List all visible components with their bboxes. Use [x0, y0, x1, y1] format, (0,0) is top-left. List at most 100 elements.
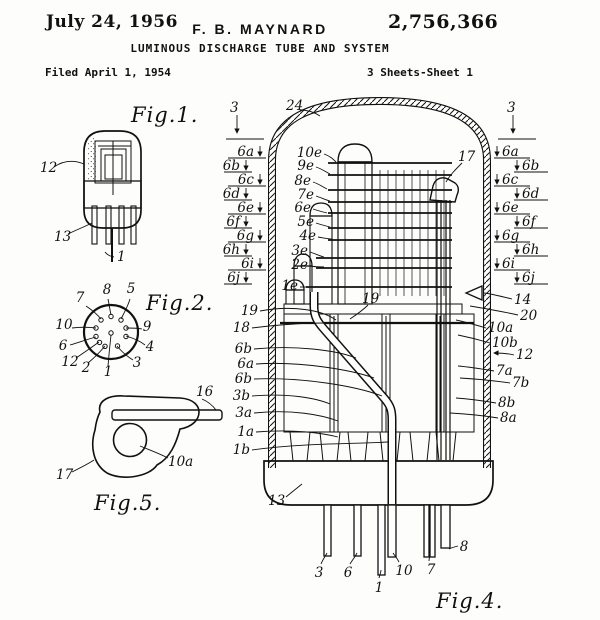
fig1-pins: [91, 205, 137, 262]
fig4-label-clamp: 17: [458, 149, 476, 165]
wall-flag: [464, 285, 483, 301]
fig2-pin-label: 8: [103, 282, 112, 298]
ref-label: 3a: [235, 405, 252, 421]
ref-label: 3b: [233, 388, 250, 404]
ref-label: 7b: [512, 375, 529, 391]
electrode-label: 9e: [297, 158, 314, 174]
fig1-caption: Fig.1.: [130, 103, 198, 127]
fig2-pin-label: 3: [133, 355, 142, 371]
ref-label: 10a: [488, 320, 513, 336]
base-pins: [323, 504, 451, 576]
fig2-caption: Fig.2.: [145, 291, 213, 315]
ref-label: 8b: [498, 395, 515, 411]
electrode-label: 10e: [297, 145, 322, 161]
fig2-drawing: 7 8 5 10 9 6 4 12 2 1 3 Fig.2.: [55, 281, 213, 380]
ref-label: 8a: [500, 410, 517, 426]
ref-label: 10b: [492, 335, 518, 351]
ref-label: 19: [241, 303, 259, 319]
ref-label: 14: [514, 292, 531, 308]
ladder-top-label: 3: [507, 100, 516, 116]
fig2-pin-label: 5: [127, 281, 136, 297]
patent-number: 2,756,366: [388, 11, 499, 33]
ladder-top-label: 3: [230, 100, 239, 116]
fig4-drawing: 24 17 19 10e 9e 8e 7e 6e 5e 4e 3e 2e 1e: [223, 96, 548, 613]
fig5-caption: Fig.5.: [93, 491, 161, 515]
pin-label: 6: [344, 565, 353, 581]
electrode-label: 6e: [294, 200, 311, 216]
ref-label: 6a: [237, 356, 254, 372]
fig2-pin-label: 1: [104, 364, 113, 380]
pin-label: 8: [460, 539, 469, 555]
ref-label: 1a: [237, 424, 254, 440]
ladder-label: 6c: [502, 172, 519, 188]
fig2-pin-leaders: [69, 298, 146, 367]
side-rod-assembly: [429, 177, 460, 460]
ladder-label: 6b: [223, 158, 240, 174]
tube-envelope: [268, 96, 491, 468]
ladder-label: 6e: [237, 200, 254, 216]
fig2-pin-label: 6: [59, 338, 68, 354]
fig4-caption: Fig.4.: [435, 589, 503, 613]
electrode-label: 7e: [297, 187, 314, 203]
electrode-rods: [306, 162, 452, 288]
ladder-left: 3 6a 6b 6c 6d 6e 6f 6g 6h 6i 6j: [223, 100, 266, 286]
pin-label: 1: [375, 580, 384, 596]
fig5-rod: [111, 409, 223, 421]
electrode-label: 4e: [298, 228, 316, 244]
ladder-label: 6g: [237, 228, 255, 244]
electrode-label: 3e: [291, 243, 308, 259]
fig4-label-envelope: 24: [285, 98, 303, 114]
pin-labels: 3 6 1 10 7 8: [315, 539, 469, 596]
fig2-pin-label: 12: [61, 354, 78, 370]
ladder-label: 6d: [223, 186, 241, 202]
fig4-label-base: 13: [268, 493, 285, 509]
fig2-pin-label: 10: [55, 317, 73, 333]
ladder-label: 6e: [502, 200, 519, 216]
electrode-label: 1e: [281, 278, 298, 294]
ladder-label: 6f: [522, 214, 538, 230]
ladder-label: 6i: [241, 256, 254, 272]
ladder-label: 6i: [502, 256, 515, 272]
filed-date: Filed April 1, 1954: [45, 66, 171, 79]
electrode-label: 8e: [294, 173, 311, 189]
ladder-label: 6c: [238, 172, 255, 188]
fig5-label-aperture: 10a: [168, 454, 193, 470]
fig5-label-cathode: 17: [56, 467, 74, 483]
fig1-label-envelope: 12: [40, 160, 57, 176]
ladder-label: 6j: [522, 270, 535, 286]
support-columns: [285, 143, 373, 305]
fig1-drawing: 12 13 1 Fig.1.: [40, 103, 198, 265]
electrode-label: 2e: [290, 257, 308, 273]
fig4-label-inner-support: 19: [362, 291, 380, 307]
ref-label: 6b: [235, 371, 252, 387]
stem-feet: [289, 431, 457, 462]
ref-label: 1b: [233, 442, 250, 458]
sheet-number: 3 Sheets-Sheet 1: [367, 66, 473, 79]
ladder-label: 6h: [223, 242, 240, 258]
left-reference-labels: 19 18 6b 6a 6b 3b 3a 1a 1b 13: [233, 303, 389, 509]
fig1-label-base: 13: [54, 229, 71, 245]
clamp: [429, 177, 460, 203]
ref-label: 6b: [235, 341, 252, 357]
ladder-label: 6b: [522, 158, 539, 174]
pin-label: 3: [315, 565, 324, 581]
ladder-right: 3 6a 6b 6c 6d 6e 6f 6g 6h 6i 6j: [494, 100, 548, 286]
fig2-pin-label: 9: [143, 319, 152, 335]
pin-label: 7: [427, 562, 436, 578]
electrode-labels: 10e 9e 8e 7e 6e 5e 4e 3e 2e 1e: [281, 145, 337, 294]
ref-label: 18: [233, 320, 251, 336]
ref-label: 20: [519, 308, 538, 324]
pin-label: 10: [395, 563, 413, 579]
fig2-pin-label: 2: [81, 360, 91, 376]
fig2-pin-dots: [93, 313, 129, 349]
fig1-label-pin: 1: [117, 249, 126, 265]
fig2-pin-label: 4: [145, 339, 155, 355]
ladder-label: 6h: [522, 242, 539, 258]
fig2-pin-label: 7: [76, 290, 85, 306]
electrode-label: 5e: [297, 214, 314, 230]
ladder-label: 6d: [522, 186, 540, 202]
ladder-label: 6f: [226, 214, 242, 230]
exhaust-tube: [309, 292, 397, 504]
ref-label: 7a: [496, 363, 513, 379]
